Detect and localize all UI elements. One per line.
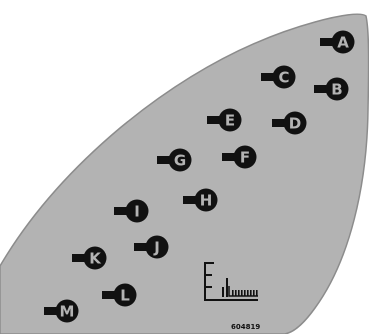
pin-group: A B C D E F G H IJ K L M <box>44 30 355 323</box>
pin-circle <box>83 246 107 270</box>
pin-label: G <box>174 152 186 170</box>
pin-tab <box>72 254 88 262</box>
pin-circle <box>113 283 137 307</box>
pin-label: F <box>240 149 250 167</box>
pin-k: K <box>72 246 107 270</box>
pin-tab <box>102 291 118 299</box>
pin-a: A <box>320 30 355 54</box>
graduated-scale-icon <box>204 262 258 301</box>
pin-label: A <box>337 34 349 52</box>
pin-tab <box>320 38 336 46</box>
pin-tab <box>207 116 223 124</box>
pin-d: D <box>272 111 307 135</box>
pin-circle <box>168 148 192 172</box>
pin-label: I <box>134 203 140 221</box>
pin-label: M <box>60 303 75 321</box>
pin-circle <box>55 299 79 323</box>
pin-circle <box>283 111 307 135</box>
pin-label: B <box>331 81 342 99</box>
pin-tab <box>222 153 238 161</box>
pin-f: F <box>222 145 257 169</box>
pin-tab <box>314 85 330 93</box>
pin-circle <box>125 199 149 223</box>
pin-tab <box>261 73 277 81</box>
pin-tab <box>272 119 288 127</box>
pin-circle <box>325 77 349 101</box>
pin-label: D <box>289 115 301 133</box>
pin-label: L <box>120 287 130 305</box>
pin-label: E <box>225 112 235 130</box>
pin-tab <box>157 156 173 164</box>
pin-tab <box>44 307 60 315</box>
pin-i: I <box>114 199 149 223</box>
pin-m: M <box>44 299 79 323</box>
panel-shape <box>0 13 369 334</box>
pin-label: J <box>153 239 160 257</box>
pin-label: K <box>89 250 102 268</box>
pin-label: C <box>278 69 289 87</box>
pin-l: L <box>102 283 137 307</box>
pin-e: E <box>207 108 242 132</box>
pin-tab <box>134 243 150 251</box>
pin-h: H <box>183 188 218 212</box>
pin-g: G <box>157 148 192 172</box>
pin-circle <box>194 188 218 212</box>
pin-c: C <box>261 65 296 89</box>
pin-circle <box>233 145 257 169</box>
pin-circle <box>331 30 355 54</box>
part-number: 604819 <box>231 323 260 331</box>
pin-tab <box>183 196 199 204</box>
pin-circle <box>218 108 242 132</box>
pin-circle <box>145 235 169 259</box>
pin-tab <box>114 207 130 215</box>
pin-circle <box>272 65 296 89</box>
pin-j: J <box>134 235 169 259</box>
pin-b: B <box>314 77 349 101</box>
pin-label: H <box>200 192 213 210</box>
